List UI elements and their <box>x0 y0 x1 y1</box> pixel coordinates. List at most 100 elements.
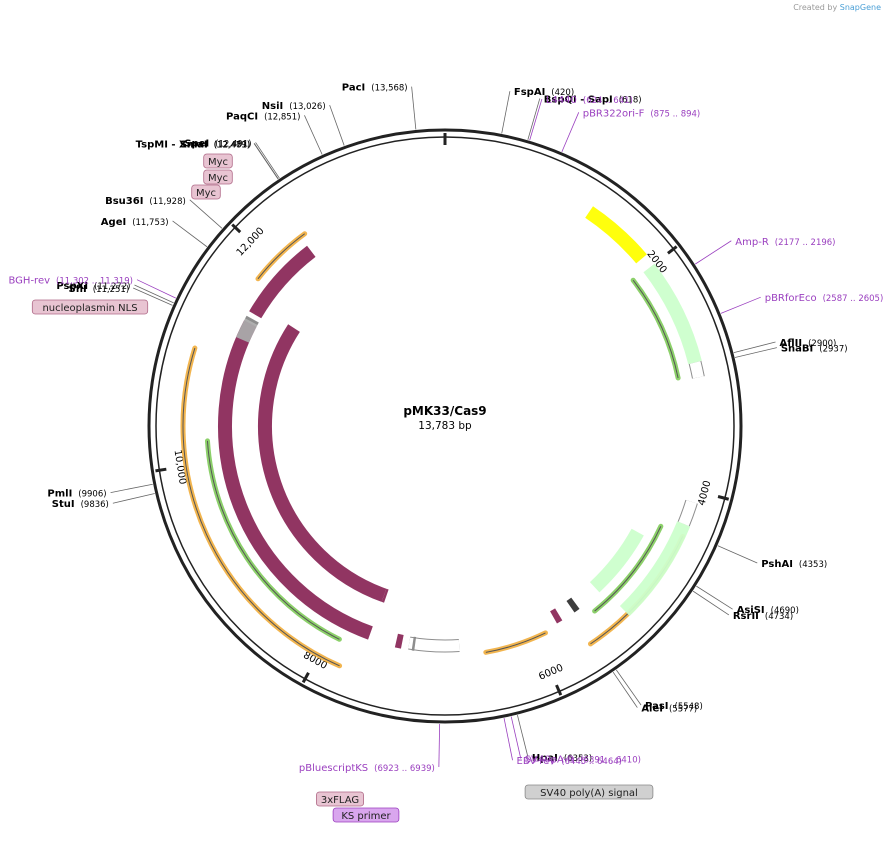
site-position: (9906) <box>78 490 106 500</box>
feature-label-box <box>332 807 400 823</box>
feature-arc-fill <box>678 500 697 527</box>
site-label: RsrII(4734) <box>733 611 793 622</box>
leader-line <box>510 716 522 759</box>
orf-arc-line <box>182 347 340 667</box>
site-position: (12,491) <box>215 139 251 149</box>
leader-line <box>112 493 155 504</box>
feature-label-text: Myc <box>196 188 216 199</box>
feature-label-box <box>191 184 221 200</box>
site-name: L4440 <box>546 95 577 106</box>
leader-line <box>561 112 580 153</box>
backbone-outer <box>147 128 743 724</box>
site-label: AflII(2900) <box>780 338 837 349</box>
site-name: PaqCI <box>226 111 258 122</box>
leader-line <box>696 585 733 610</box>
leader-line <box>612 671 638 708</box>
feature-arc <box>619 521 691 617</box>
site-label: PmlI(9906) <box>47 489 106 500</box>
site-label: Bsu36I (11,928) <box>105 196 186 207</box>
site-position: (11,272) <box>94 282 130 292</box>
leader-line <box>304 115 323 155</box>
site-label: pBRforEco(2587 .. 2605) <box>765 293 884 304</box>
site-position: (875 .. 894) <box>650 109 700 119</box>
site-name: SV40pA-R <box>525 754 574 765</box>
leader-line <box>110 483 153 493</box>
feature-arc-fill <box>689 361 704 379</box>
site-label: SV40pA-R(6391 .. 6410) <box>525 754 641 765</box>
site-name: SmaI <box>180 139 208 150</box>
site-name: BGH-rev <box>9 276 51 287</box>
site-position: (11,928) <box>149 197 185 207</box>
leader-line <box>692 590 730 616</box>
feature-label-text: SV40 poly(A) signal <box>540 788 638 799</box>
site-label: SmaI(12,481) <box>180 139 250 150</box>
site-position: (12,851) <box>264 112 300 122</box>
site-name: StuI <box>52 499 75 510</box>
site-position: (4353) <box>799 560 827 570</box>
leader-line <box>720 296 761 314</box>
orf-arcs <box>180 231 686 669</box>
leader-line <box>734 347 777 358</box>
site-name: PshAI <box>761 559 793 570</box>
feature-label-box <box>524 784 654 800</box>
leader-line <box>615 669 642 706</box>
feature-arc <box>258 324 387 602</box>
site-label: PaqCI (12,851) <box>226 111 300 122</box>
site-position: (618) <box>619 95 642 105</box>
tick-mark <box>231 223 242 234</box>
orf-arc <box>483 630 548 655</box>
site-position: (11,302 .. 11,319) <box>56 277 133 287</box>
feature-label-text: Myc <box>208 157 228 168</box>
site-label: PasI(5548) <box>645 701 703 712</box>
tick-mark <box>555 684 563 696</box>
leader-line <box>503 718 513 761</box>
site-label: SnaBI (2937) <box>781 344 848 355</box>
leader-line <box>694 240 732 265</box>
site-label: AgeI(11,753) <box>101 217 169 228</box>
snapgene-logo-text: SnapGene <box>839 3 881 12</box>
site-position: (2177 .. 2196) <box>775 238 836 248</box>
site-label: L4440(624 .. 641) <box>546 95 633 106</box>
site-name: pBluescriptKS <box>299 763 368 774</box>
feature-arc <box>236 318 258 343</box>
site-label: SfiI(11,251) <box>68 284 129 295</box>
site-position: (6445 .. 6464) <box>561 757 622 767</box>
site-position: (420) <box>551 88 574 98</box>
tick-mark <box>667 245 678 255</box>
site-label: AleI(5577) <box>641 704 697 715</box>
leader-line <box>517 714 529 757</box>
feature-arc <box>218 320 373 640</box>
snapgene-credit: Created by SnapGene <box>793 3 881 12</box>
label-leaders <box>110 86 777 767</box>
site-position: (2937) <box>819 345 847 355</box>
feature-label-text: KS primer <box>341 811 391 822</box>
credit-prefix: Created by <box>793 3 838 12</box>
site-position: (6353) <box>564 754 592 764</box>
feature-arc <box>394 633 404 649</box>
leader-line <box>529 98 543 141</box>
tick-label: 6000 <box>537 663 565 683</box>
site-label: NsiI (13,026) <box>262 101 326 112</box>
site-name: TspMI - XmaI <box>136 139 208 150</box>
feature-label-text: Myc <box>208 173 228 184</box>
site-name: SnaBI <box>781 344 813 355</box>
site-label: TspMI - XmaI(12,479) <box>136 139 250 150</box>
site-position: (11,251) <box>93 285 129 295</box>
site-label: BspQI - SapI(618) <box>544 94 642 105</box>
site-name: AsiSI <box>737 605 765 616</box>
site-label: FspAI(420) <box>514 87 574 98</box>
feature-label-box <box>203 153 233 169</box>
site-name: pBRforEco <box>765 293 817 304</box>
leader-line <box>255 142 280 179</box>
site-position: (13,026) <box>289 102 325 112</box>
site-name: SpeI <box>184 138 209 149</box>
site-position: (13,568) <box>371 84 407 94</box>
leader-line <box>136 279 176 299</box>
site-name: Bsu36I <box>105 196 143 207</box>
site-position: (4690) <box>771 606 799 616</box>
tick-mark <box>155 467 167 473</box>
site-label: HpaI(6353) <box>532 753 592 764</box>
site-position: (5548) <box>675 702 703 712</box>
site-name: AflII <box>780 338 803 349</box>
site-name: NsiI <box>262 101 283 112</box>
